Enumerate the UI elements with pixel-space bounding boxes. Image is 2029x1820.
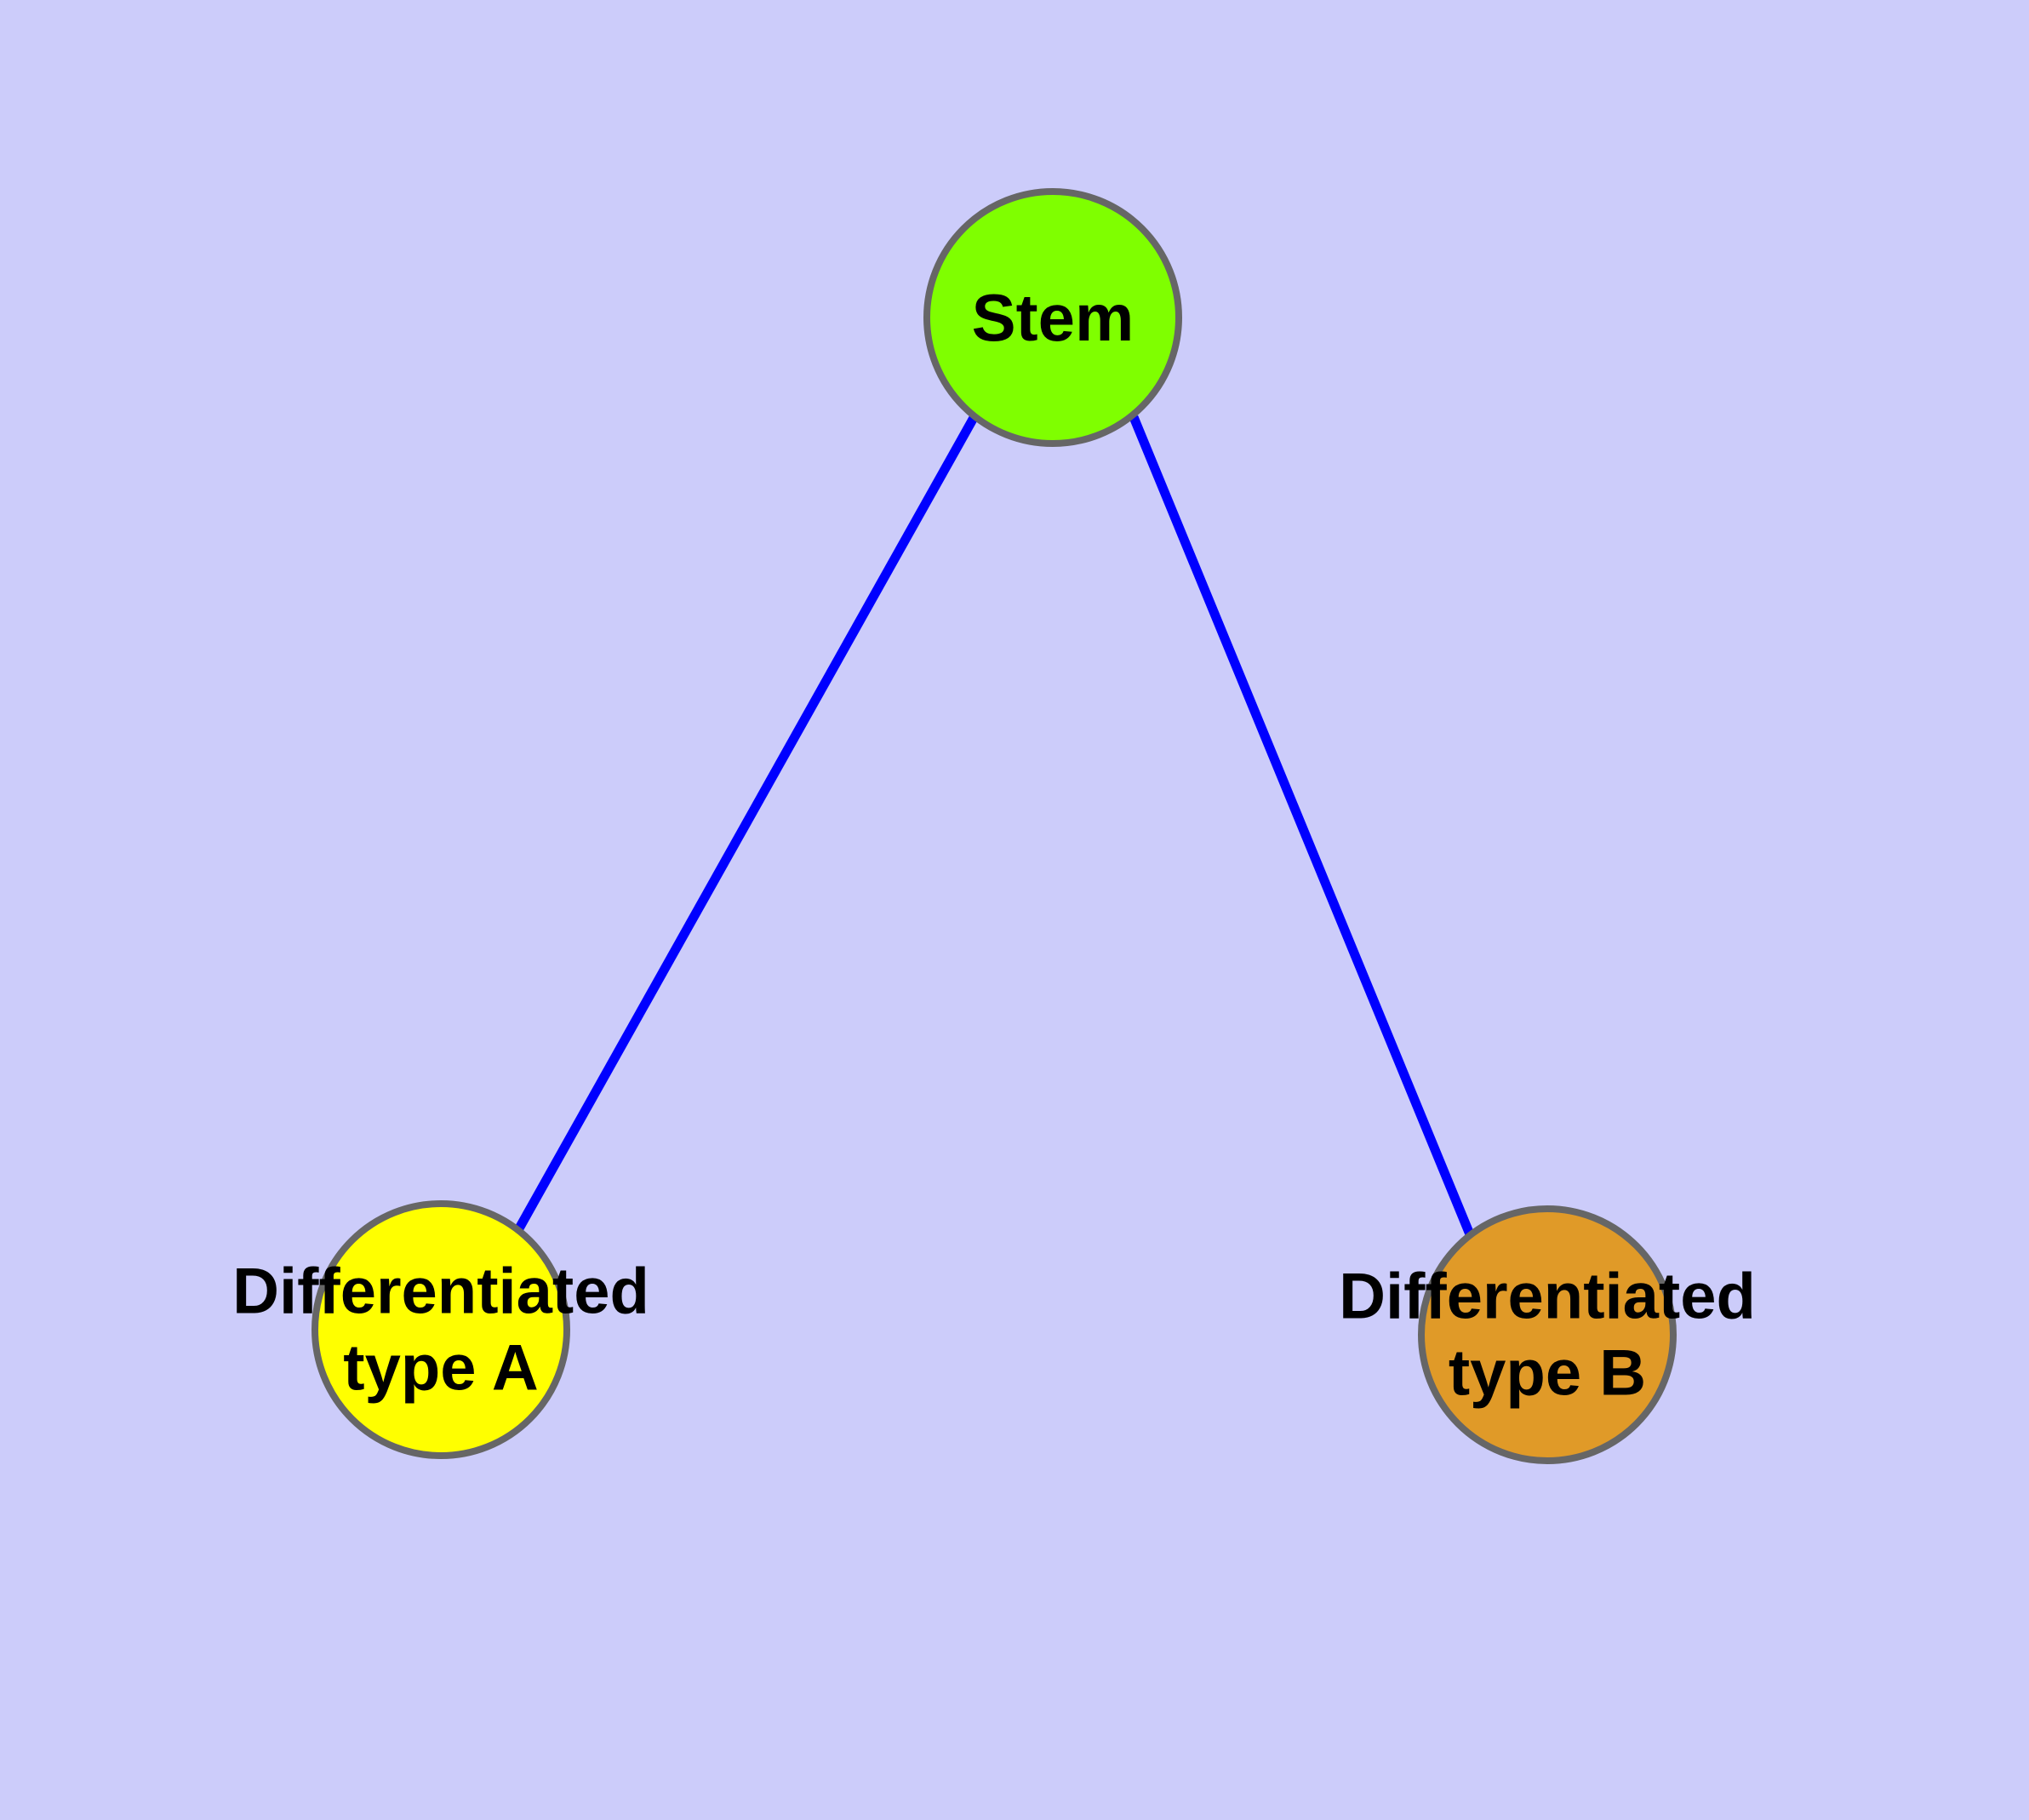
- node-stem[interactable]: [923, 188, 1182, 447]
- node-layer: [311, 188, 1677, 1464]
- node-differentiated-type-a[interactable]: [311, 1200, 570, 1459]
- edge-stem-to-differentiated-type-b[interactable]: [1129, 415, 1475, 1237]
- edge-layer: [515, 414, 1475, 1237]
- edge-stem-to-differentiated-type-a[interactable]: [515, 414, 979, 1231]
- node-differentiated-type-b[interactable]: [1418, 1205, 1677, 1464]
